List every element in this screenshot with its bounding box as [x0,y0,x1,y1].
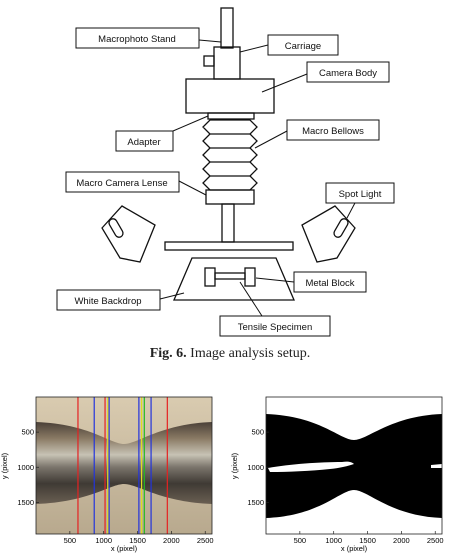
adapter [208,113,254,119]
macro-bellows [203,120,257,190]
stand-column-top [221,8,233,48]
y-tick-label: 1000 [247,463,264,472]
figure-caption: Fig. 6. Image analysis setup. [0,346,460,362]
x-tick-label: 2000 [163,536,180,545]
metal-block-right [245,268,255,286]
setup-diagram: Macrophoto Stand Carriage Camera Body Ad… [0,0,460,340]
macro-lens [206,190,254,204]
svg-text:Camera Body: Camera Body [319,68,377,79]
label-white-backdrop: White Backdrop [57,290,160,310]
carriage [214,47,240,79]
svg-text:Macro Camera Lense: Macro Camera Lense [76,178,167,189]
caption-label: Fig. 6. [150,346,187,361]
tensile-specimen [215,273,245,279]
x-tick-label: 500 [64,536,77,545]
x-tick-label: 1000 [325,536,342,545]
svg-text:Macrophoto Stand: Macrophoto Stand [98,34,176,45]
y-tick-label: 500 [251,428,264,437]
svg-text:Macro Bellows: Macro Bellows [302,126,364,137]
svg-text:Metal Block: Metal Block [305,278,354,289]
label-macro-bellows: Macro Bellows [287,120,379,140]
camera-body [186,79,274,113]
spot-light-left [102,206,155,262]
x-tick-label: 2000 [393,536,410,545]
y-tick-label: 1500 [17,498,34,507]
svg-text:Carriage: Carriage [285,41,321,52]
label-metal-block: Metal Block [294,272,366,292]
y-tick-label: 1500 [247,498,264,507]
metal-block-left [205,268,215,286]
label-tensile-specimen: Tensile Specimen [220,316,330,336]
x-tick-label: 1000 [95,536,112,545]
label-spot-light: Spot Light [326,183,394,203]
x-tick-label: 500 [294,536,307,545]
label-camera-body: Camera Body [307,62,389,82]
label-macrophoto-stand: Macrophoto Stand [76,28,199,48]
y-tick-label: 500 [21,428,34,437]
x-tick-label: 2500 [197,536,214,545]
stand-column-bottom [222,204,234,242]
x-tick-label: 2500 [427,536,444,545]
label-adapter: Adapter [116,131,173,151]
svg-text:Tensile Specimen: Tensile Specimen [238,322,312,333]
right-plot-ylabel: y (pixel) [230,452,239,479]
left-plot-ylabel: y (pixel) [0,452,9,479]
svg-text:White Backdrop: White Backdrop [74,296,141,307]
y-tick-label: 1000 [17,463,34,472]
svg-text:Adapter: Adapter [127,137,160,148]
left-plot-xlabel: x (pixel) [111,544,138,553]
stand-base [165,242,293,250]
label-carriage: Carriage [268,35,338,55]
carriage-knob [204,56,214,66]
caption-text: Image analysis setup. [190,346,310,361]
label-macro-camera-lense: Macro Camera Lense [66,172,179,192]
right-plot-xlabel: x (pixel) [341,544,368,553]
spot-light-right [302,206,355,262]
svg-text:Spot Light: Spot Light [339,189,382,200]
